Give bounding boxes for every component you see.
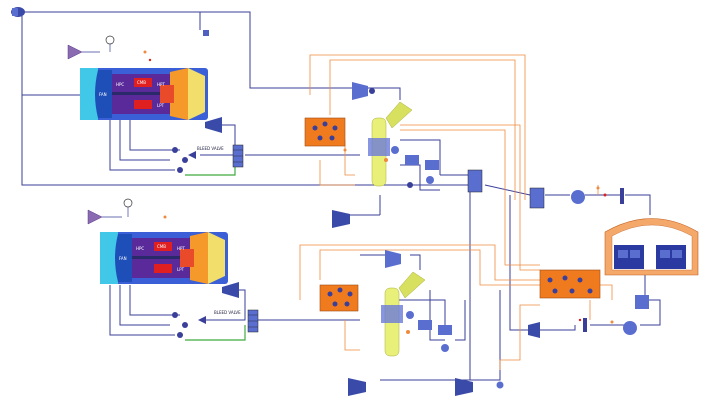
small-blue-marker [203, 30, 209, 36]
engine-1-label-0: FAN [99, 92, 107, 97]
heat-exchanger-icon[interactable] [467, 169, 483, 193]
engine-1-label-1: HPC [116, 82, 124, 87]
bleed-label-1: BLEED VALVE [197, 146, 224, 151]
fan-icon[interactable] [87, 209, 103, 225]
turbine-icon[interactable] [222, 282, 239, 298]
turbine-icon[interactable] [455, 378, 473, 396]
pump-icon[interactable] [571, 190, 585, 204]
gauge-icon[interactable] [123, 198, 133, 208]
blue-piping [21, 11, 661, 381]
turbine-icon[interactable] [528, 322, 540, 338]
turbine-icon[interactable] [205, 117, 222, 133]
turbine-icon[interactable] [348, 378, 366, 396]
process-train-1[interactable] [304, 82, 439, 228]
engine-1-valves[interactable] [172, 147, 196, 173]
compressor-icon[interactable] [352, 82, 368, 100]
engine-1-label-3: HPT [157, 82, 165, 87]
heat-exchanger-icon[interactable] [539, 269, 601, 299]
cabin-pack-icon[interactable] [604, 218, 699, 276]
engine-2-valves[interactable] [172, 312, 206, 338]
top-left-inlet[interactable] [11, 7, 25, 17]
orange-piping [299, 54, 613, 370]
bleed-label-2: BLEED VALVE [214, 310, 241, 315]
engine-1-label-4: LPT [157, 103, 165, 108]
right-section[interactable] [467, 169, 699, 338]
engine-2-label-3: HPT [177, 246, 185, 251]
engine-2-label-4: LPT [177, 267, 185, 272]
engine-1[interactable]: FAN HPC CMB HPT LPT [67, 35, 208, 120]
compressor-icon[interactable] [385, 250, 401, 268]
engine-2[interactable]: FAN HPC CMB HPT LPT [87, 198, 228, 284]
fan-icon[interactable] [67, 44, 83, 60]
gauge-icon[interactable] [105, 35, 115, 45]
process-train-2[interactable] [319, 250, 504, 396]
engine-2-label-1: HPC [136, 246, 144, 251]
engine-1-label-2: CMB [137, 80, 146, 85]
turbine-icon[interactable] [332, 210, 350, 228]
engine-2-label-0: FAN [119, 256, 127, 261]
pump-icon[interactable] [623, 321, 637, 335]
engine-2-label-2: CMB [157, 244, 166, 249]
